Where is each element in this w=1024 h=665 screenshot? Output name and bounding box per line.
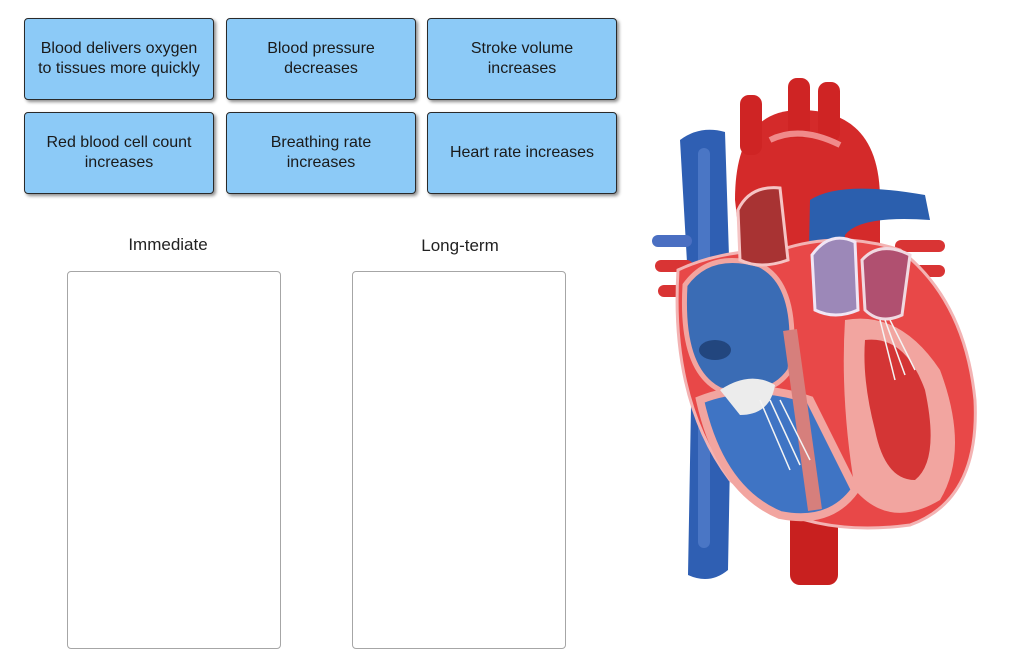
heart-illustration <box>652 78 977 585</box>
card-label: Blood pressure decreases <box>267 40 375 77</box>
long-term-dropzone[interactable] <box>352 271 566 649</box>
left-ventricle-chamber <box>864 339 931 480</box>
card-breathing-rate[interactable]: Breathing rate increases <box>226 112 416 194</box>
card-label: Breathing rate increases <box>270 134 372 171</box>
card-blood-pressure[interactable]: Blood pressure decreases <box>226 18 416 100</box>
long-term-heading: Long-term <box>421 236 499 255</box>
immediate-heading: Immediate <box>128 235 208 254</box>
card-heart-rate[interactable]: Heart rate increases <box>427 112 617 194</box>
card-label: Blood delivers oxygen to tissues more qu… <box>38 40 200 77</box>
card-stroke-volume[interactable]: Stroke volume increases <box>427 18 617 100</box>
card-rbc-count[interactable]: Red blood cell count increases <box>24 112 214 194</box>
card-label: Stroke volume increases <box>470 40 574 77</box>
card-label: Heart rate increases <box>449 144 595 161</box>
card-label: Red blood cell count increases <box>46 134 192 171</box>
card-oxygen-delivery[interactable]: Blood delivers oxygen to tissues more qu… <box>24 18 214 100</box>
immediate-dropzone[interactable] <box>67 271 281 649</box>
right-atrium <box>681 258 795 395</box>
